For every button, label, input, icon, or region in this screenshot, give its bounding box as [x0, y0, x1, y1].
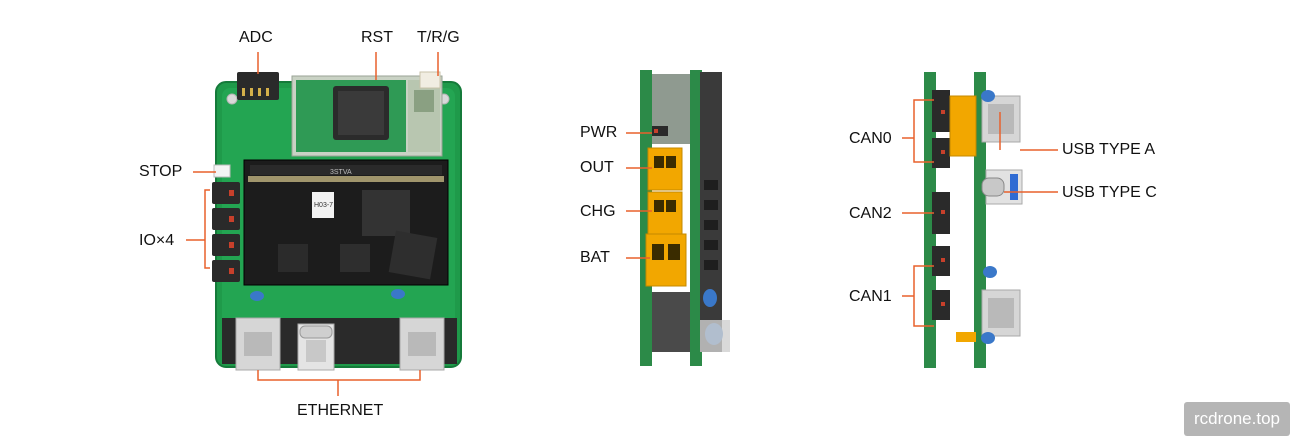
stop-label: STOP [139, 163, 183, 180]
stop-button [213, 164, 231, 178]
interface-side-view [924, 72, 1023, 368]
ethernet-label: ETHERNET [297, 402, 384, 419]
can1-label: CAN1 [849, 288, 892, 305]
out-label: OUT [580, 159, 614, 176]
trg-connector [419, 71, 441, 89]
pwr-label: PWR [580, 124, 618, 141]
chg-xt-connector [647, 191, 683, 235]
bat-label: BAT [580, 249, 610, 266]
can2-label: CAN2 [849, 205, 892, 222]
usb-type-a-label: USB TYPE A [1062, 141, 1156, 158]
chg-label: CHG [580, 203, 616, 220]
adc-label: ADC [239, 29, 273, 46]
io-connectors [212, 182, 240, 282]
can0-label: CAN0 [849, 130, 892, 147]
module-silkscreen: 3STVA [330, 169, 352, 176]
usb-type-c-port [981, 177, 1005, 197]
io-label: IO×4 [139, 232, 175, 249]
power-side-view [640, 70, 730, 366]
trg-label: T/R/G [417, 29, 460, 46]
pwr-connector [652, 126, 668, 136]
main-board-top-view: 3STVA H03-7 [212, 71, 462, 371]
callout-lines [186, 52, 1058, 396]
watermark: rcdrone.top [1184, 402, 1290, 436]
usb-c-port [299, 325, 333, 339]
usb-type-c-label: USB TYPE C [1062, 184, 1157, 201]
rst-label: RST [361, 29, 393, 46]
sticker-text: H03-7 [314, 202, 333, 209]
out-xt-connector [647, 147, 683, 191]
